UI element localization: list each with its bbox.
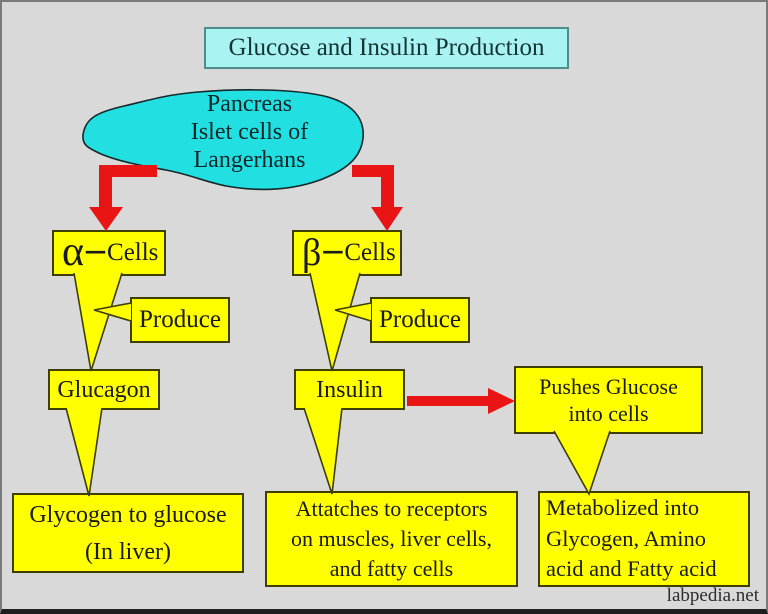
watermark: labpedia.net <box>666 585 759 606</box>
alpha-cells-label: Cells <box>107 239 159 267</box>
beta-cells-box: β – Cells <box>292 230 402 276</box>
glycogen-line-2: (In liver) <box>85 538 171 565</box>
produce-right-box: Produce <box>370 297 470 343</box>
pancreas-line-3: Langerhans <box>193 147 306 173</box>
beta-cells-label: Cells <box>344 239 396 267</box>
produce-right-label: Produce <box>379 306 461 334</box>
alpha-cells-box: α – Cells <box>52 230 166 276</box>
diagram-title-text: Glucose and Insulin Production <box>228 34 545 62</box>
pancreas-line-2: Islet cells of <box>190 119 309 145</box>
alpha-symbol: α <box>62 229 85 276</box>
tail-pushes-to-metabolized <box>553 430 611 496</box>
metabolized-line-3: acid and Fatty acid <box>546 556 717 582</box>
glucagon-box: Glucagon <box>48 369 160 410</box>
attaches-receptors-box: Attatches to receptors on muscles, liver… <box>265 491 518 587</box>
diagram-title: Glucose and Insulin Production <box>204 27 569 69</box>
pancreas-line-1: Pancreas <box>206 91 293 117</box>
pushes-glucose-box: Pushes Glucose into cells <box>514 366 703 434</box>
produce-left-box: Produce <box>130 297 230 343</box>
arrow-pancreas-to-beta <box>352 165 403 231</box>
tail-produce-right <box>334 302 372 322</box>
tail-insulin-to-attaches <box>303 407 343 495</box>
metabolized-box: Metabolized into Glycogen, Amino acid an… <box>538 491 750 587</box>
glycogen-to-glucose-box: Glycogen to glucose (In liver) <box>12 493 244 573</box>
arrow-pancreas-to-alpha <box>89 165 157 231</box>
pancreas-label: Pancreas Islet cells of Langerhans <box>152 90 347 174</box>
metabolized-line-2: Glycogen, Amino <box>546 525 706 551</box>
insulin-label: Insulin <box>316 376 383 403</box>
produce-left-label: Produce <box>139 306 221 334</box>
insulin-box: Insulin <box>294 369 405 410</box>
tail-beta-to-insulin <box>309 272 361 372</box>
metabolized-line-1: Metabolized into <box>546 495 700 521</box>
pushes-line-1: Pushes Glucose <box>539 373 678 399</box>
tail-glucagon-to-glycogen <box>65 407 103 497</box>
tail-produce-left <box>93 302 132 322</box>
pushes-line-2: into cells <box>568 401 649 426</box>
attaches-line-2: on muscles, liver cells, <box>290 526 492 552</box>
attaches-line-1: Attatches to receptors <box>295 496 488 522</box>
attaches-line-3: and fatty cells <box>329 555 454 581</box>
arrow-insulin-to-pushes <box>407 388 515 414</box>
beta-dash: – <box>323 227 342 270</box>
glycogen-line-1: Glycogen to glucose <box>29 501 227 528</box>
tail-alpha-to-glucagon <box>73 272 123 372</box>
alpha-dash: – <box>86 227 105 270</box>
glucagon-label: Glucagon <box>57 376 151 403</box>
beta-symbol: β <box>302 231 322 274</box>
